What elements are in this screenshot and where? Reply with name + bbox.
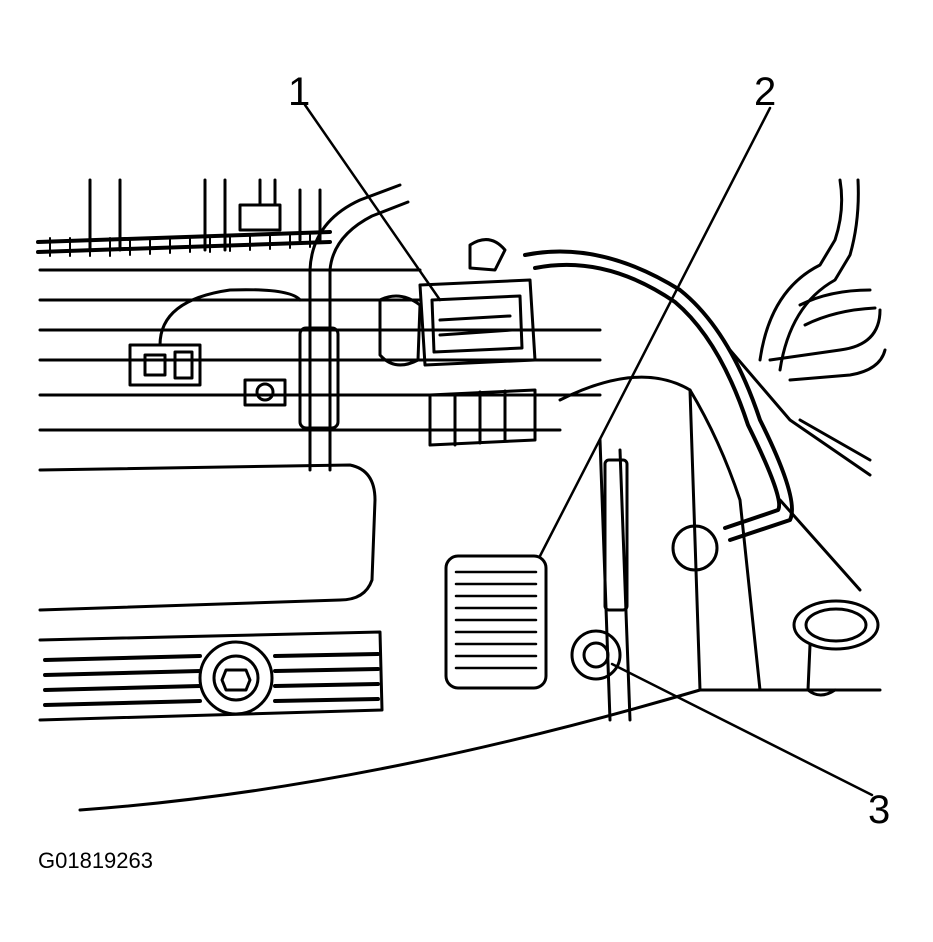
sensor-connector — [378, 238, 537, 447]
upper-wire-harness — [36, 230, 332, 257]
oil-filler-cap — [792, 599, 880, 697]
upper-right-hoses — [728, 178, 887, 592]
valve-cover — [38, 463, 384, 722]
timing-cover — [558, 375, 762, 722]
right-wire-harness — [523, 249, 794, 542]
figure-id-label: G01819263 — [38, 848, 153, 873]
leader-line-1 — [303, 103, 442, 302]
callout-label-1: 1 — [288, 70, 311, 114]
hood-edge-line — [78, 688, 882, 812]
callout-label-3: 3 — [868, 788, 891, 832]
left-bracket — [128, 288, 302, 407]
mounting-bolt — [570, 629, 622, 681]
leader-line-3 — [610, 662, 874, 797]
heat-shield-pad — [444, 554, 548, 690]
callout-label-2: 2 — [754, 70, 777, 114]
engine-block — [38, 178, 602, 432]
vacuum-pipe — [298, 183, 410, 472]
leader-line-2 — [538, 106, 772, 558]
